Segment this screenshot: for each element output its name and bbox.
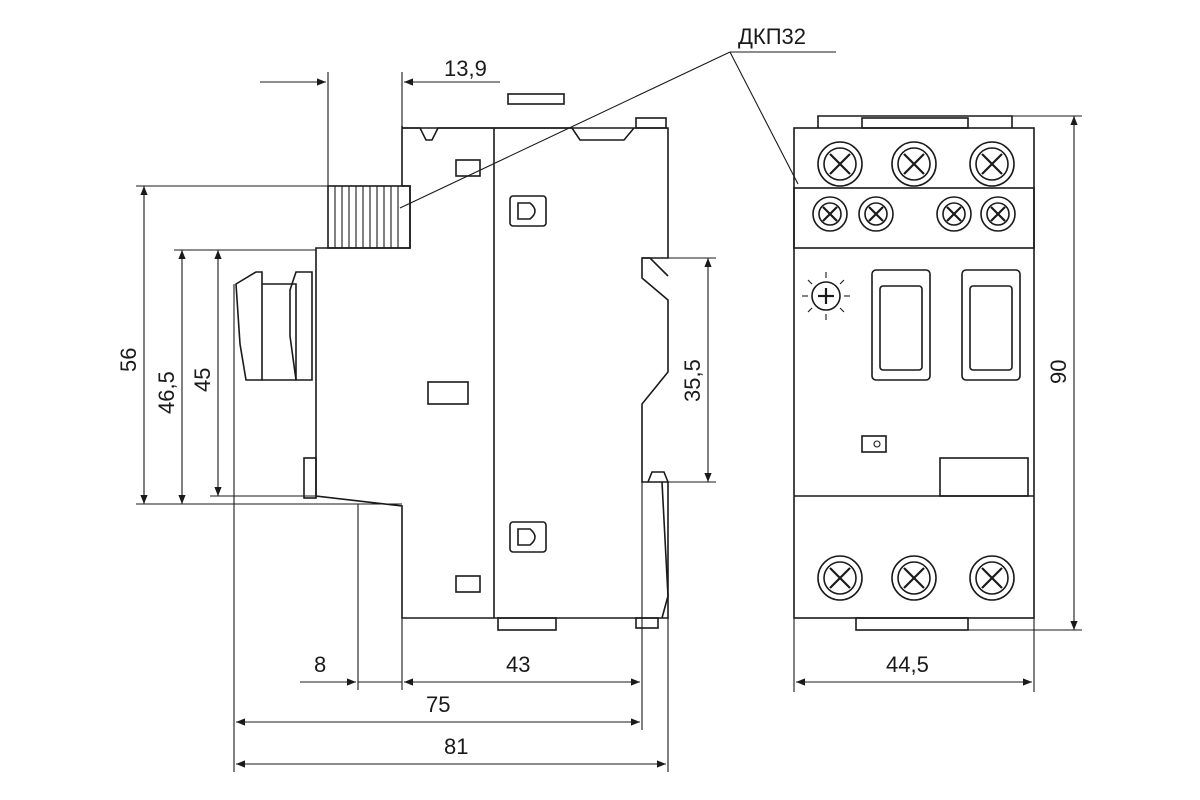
dim-46-5: 46,5 — [154, 371, 179, 414]
aux-screw-1 — [812, 196, 848, 232]
push-button-stop — [961, 269, 1021, 381]
dim-75: 75 — [426, 692, 450, 717]
dim-43: 43 — [506, 652, 530, 677]
screw-bottom-1 — [817, 555, 863, 601]
aux-screw-4 — [980, 196, 1016, 232]
front-view — [793, 115, 1035, 631]
dimensions: 13,9 56 46,5 45 35,5 8 43 — [116, 56, 1082, 772]
d-button-bottom — [509, 521, 547, 553]
dim-81: 81 — [444, 734, 468, 759]
push-button-start — [871, 269, 931, 381]
dim-56: 56 — [116, 348, 141, 372]
dim-35-5: 35,5 — [680, 359, 705, 402]
d-button-top — [509, 195, 547, 227]
side-view — [235, 93, 669, 631]
aux-screw-2 — [858, 196, 894, 232]
ribbed-knob — [327, 185, 411, 249]
dim-44-5: 44,5 — [886, 652, 929, 677]
screw-bottom-3 — [969, 555, 1015, 601]
screw-top-2 — [891, 141, 937, 187]
dim-45: 45 — [190, 368, 215, 392]
screw-top-3 — [969, 141, 1015, 187]
dim-90: 90 — [1046, 360, 1071, 384]
screw-top-1 — [817, 141, 863, 187]
aux-screw-3 — [936, 196, 972, 232]
dim-8: 8 — [314, 652, 326, 677]
adjust-dial — [802, 272, 850, 320]
dim-13-9: 13,9 — [444, 56, 487, 81]
model-label: ДКП32 — [738, 24, 806, 49]
lever — [235, 271, 313, 381]
screw-bottom-2 — [891, 555, 937, 601]
model-leader: ДКП32 — [399, 24, 836, 209]
